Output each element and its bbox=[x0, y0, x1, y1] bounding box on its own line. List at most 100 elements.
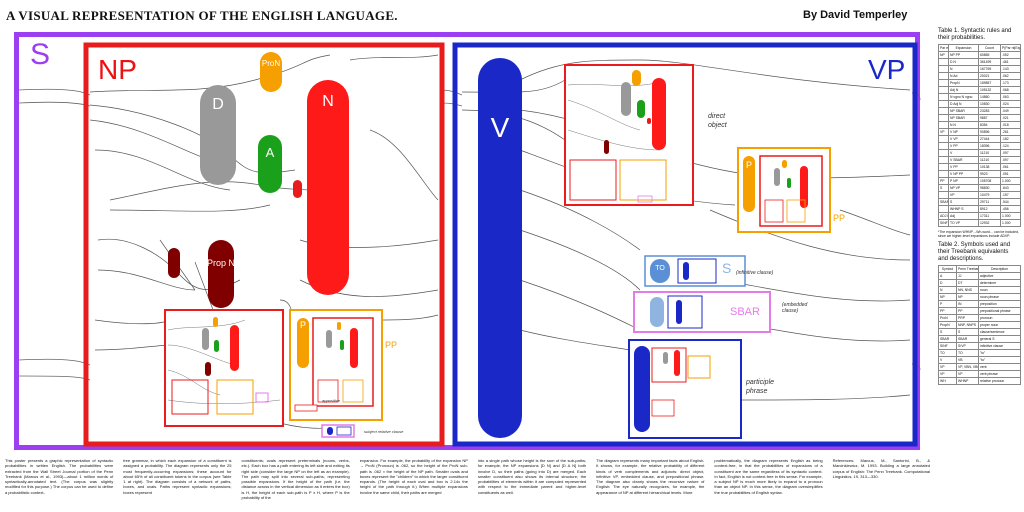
table-cell: 361499 bbox=[978, 58, 1001, 66]
table-cell: 14860 bbox=[978, 93, 1001, 101]
table-cell: VP bbox=[948, 191, 979, 199]
table-cell: Adj N bbox=[948, 86, 979, 94]
s-label: S bbox=[30, 38, 51, 71]
table-cell: P bbox=[938, 300, 957, 308]
table-cell: noun bbox=[978, 286, 1021, 294]
syntax-diagram bbox=[18, 42, 921, 447]
table-cell bbox=[938, 156, 949, 164]
table-cell: V NP PP bbox=[948, 170, 979, 178]
a-label: A bbox=[265, 145, 275, 160]
appositive-note: appositive bbox=[322, 398, 341, 403]
vp-box bbox=[452, 42, 918, 447]
n-label: N bbox=[322, 93, 334, 110]
text-column: problematically, the diagram represents … bbox=[714, 458, 823, 495]
table-cell: NNP, NNPS bbox=[956, 321, 979, 329]
table-cell: .157 bbox=[1000, 191, 1021, 199]
table-cell bbox=[938, 65, 949, 73]
table-cell bbox=[938, 86, 949, 94]
table-cell: 105132 bbox=[978, 86, 1001, 94]
table-header: Penn Treebank(s) bbox=[956, 265, 979, 273]
table-cell: PropN bbox=[938, 321, 957, 329]
table-cell: V bbox=[938, 356, 957, 364]
table-cell: 159857 bbox=[978, 79, 1001, 87]
table-cell: verb phrase bbox=[978, 370, 1021, 378]
table-cell: 90896 bbox=[978, 128, 1001, 136]
table-cell: .068 bbox=[1000, 86, 1021, 94]
table-cell: "to" bbox=[978, 349, 1021, 357]
table-cell bbox=[938, 93, 949, 101]
table-cell: D Adj N bbox=[948, 100, 979, 108]
table-cell: SBAR bbox=[938, 335, 957, 343]
table-cell: infinitive clause bbox=[978, 342, 1021, 350]
table-cell: S bbox=[938, 184, 949, 192]
poster-title: A VISUAL REPRESENTATION OF THE ENGLISH L… bbox=[6, 8, 398, 23]
table-cell: 1.000 bbox=[1000, 212, 1021, 220]
table-cell: Adj bbox=[948, 212, 979, 220]
table-cell: 60865 bbox=[978, 51, 1001, 59]
table-cell: PRP bbox=[956, 314, 979, 322]
np-box bbox=[83, 42, 445, 447]
prop-n-oval bbox=[208, 240, 234, 308]
table-cell: general S bbox=[978, 335, 1021, 343]
table-cell: 8912 bbox=[978, 205, 1001, 213]
table-cell: VP bbox=[938, 370, 957, 378]
table-cell: N bbox=[938, 286, 957, 294]
d-oval bbox=[200, 85, 236, 185]
table-cell: NP bbox=[938, 51, 949, 59]
table-cell: .173 bbox=[1000, 79, 1021, 87]
references: References: Marcus, M., Santorini, B., &… bbox=[832, 458, 930, 479]
table-cell bbox=[938, 163, 949, 171]
table-cell bbox=[938, 72, 949, 80]
participle-phrase-note: participle phrase bbox=[746, 379, 775, 395]
table-cell: WHNP bbox=[956, 377, 979, 385]
table-cell: 11210 bbox=[978, 156, 1001, 164]
s-inf-label: S bbox=[722, 260, 732, 276]
direct-object-note: direct object bbox=[708, 113, 727, 129]
table-cell: NP bbox=[938, 293, 957, 301]
table-cell bbox=[938, 205, 949, 213]
table-cell bbox=[938, 107, 949, 115]
table-cell: .097 bbox=[1000, 156, 1021, 164]
table-cell: VB bbox=[956, 356, 979, 364]
table-cell: 167769 bbox=[978, 65, 1001, 73]
table-row: ADJ PAdj173111.000 bbox=[938, 212, 1021, 220]
table-cell: .024 bbox=[1000, 100, 1021, 108]
table-cell: .051 bbox=[1000, 170, 1021, 178]
pron-oval bbox=[260, 52, 282, 92]
v-label: V bbox=[490, 112, 510, 143]
table-cell: clause/sentence bbox=[978, 328, 1021, 336]
infinitive-clause-note: (infinitive clause) bbox=[736, 270, 774, 276]
table-header: Symbol bbox=[938, 265, 957, 273]
table-cell: NP SBAR bbox=[948, 114, 979, 122]
propn-small-oval bbox=[168, 248, 180, 278]
table-cell: proper noun bbox=[978, 321, 1021, 329]
table-cell: noun phrase bbox=[978, 293, 1021, 301]
explanatory-text: This poster presents a graphic represent… bbox=[5, 458, 930, 508]
table-cell: JJ bbox=[956, 272, 979, 280]
np-pp-p-label: P bbox=[299, 320, 306, 330]
table-cell: .018 bbox=[1000, 121, 1021, 129]
table-header: Par ent bbox=[938, 44, 949, 52]
table-cell: .097 bbox=[1000, 149, 1021, 157]
